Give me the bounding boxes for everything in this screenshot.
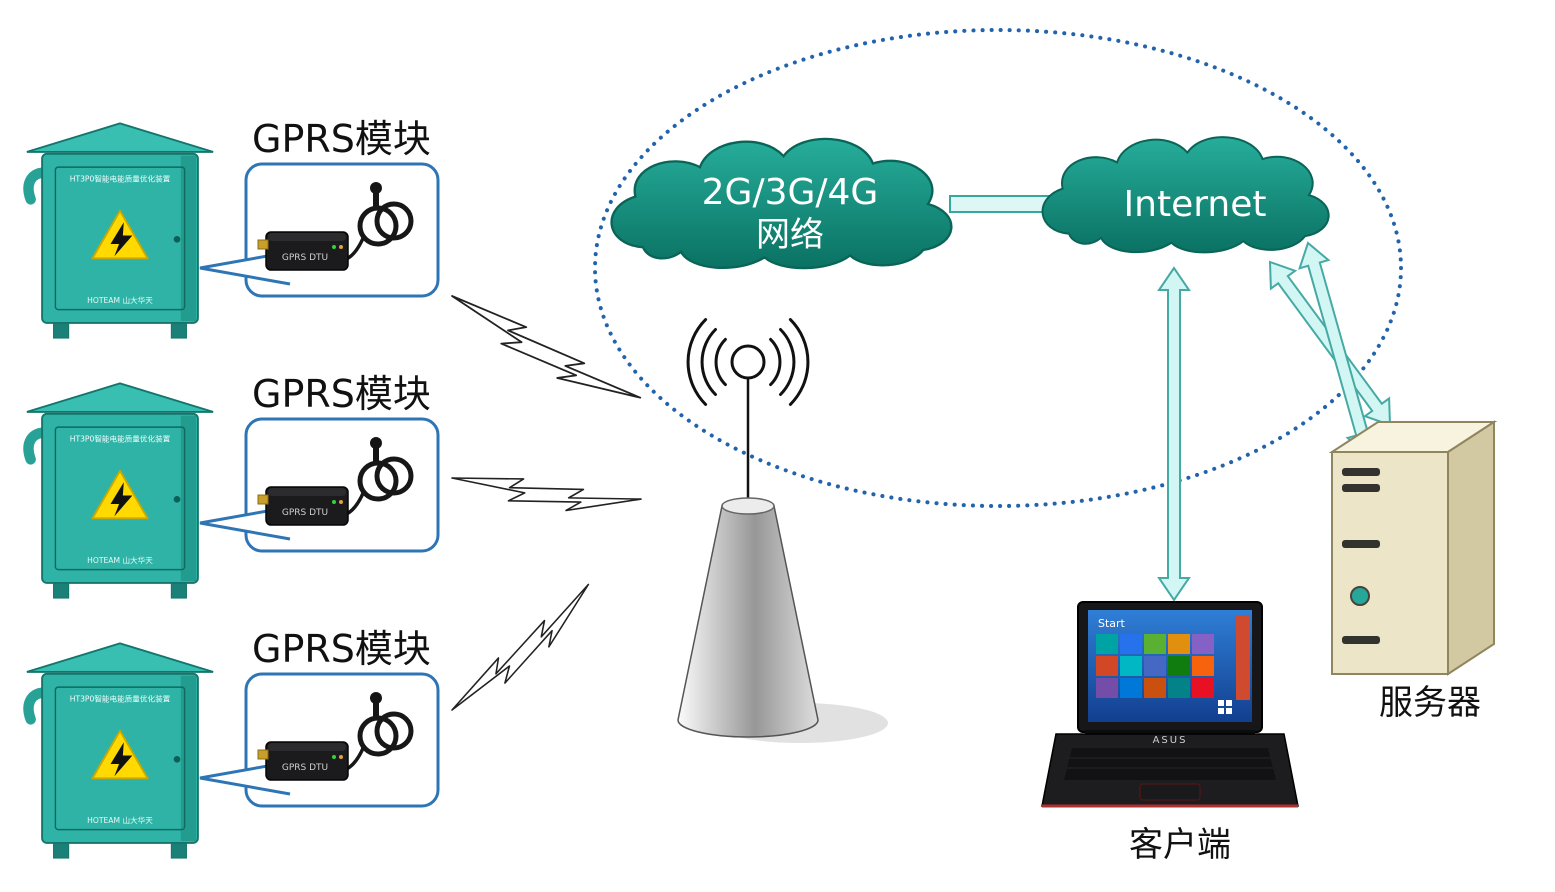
server-internet-arrow	[1298, 241, 1378, 457]
signal-wave-icon	[769, 337, 782, 387]
signal-wave-icon	[779, 328, 796, 396]
windows-tiles	[1096, 616, 1250, 714]
laptop-brand-label: ASUS	[1153, 735, 1188, 746]
gprs-callout-2: GPRS模块	[199, 372, 440, 553]
server-label: 服务器	[1379, 683, 1481, 723]
gprs-callout-3: GPRS模块	[199, 627, 440, 808]
cabinet-1	[27, 123, 213, 338]
client-laptop: Start ASUS	[1041, 601, 1299, 808]
client-label: 客户端	[1129, 825, 1231, 865]
laptop-keyboard	[1064, 748, 1276, 780]
server-power-button	[1350, 586, 1370, 606]
laptop-hinge	[1085, 730, 1255, 734]
signal-wave-icon	[700, 328, 717, 396]
cabinet-3	[27, 643, 213, 858]
windows-logo-icon	[1218, 700, 1232, 714]
gprs-callout-1: GPRS模块	[199, 117, 440, 298]
gprs-module-label: GPRS模块	[252, 372, 431, 416]
signal-wave-icon	[788, 318, 810, 406]
network-boundary-ellipse	[593, 28, 1403, 508]
server-side-face	[1447, 420, 1495, 676]
antenna-head-icon	[730, 344, 766, 380]
signal-wave-icon	[714, 337, 727, 387]
gprs-module-label: GPRS模块	[252, 117, 431, 161]
wireless-link-bolt-1	[448, 259, 642, 437]
antenna-tower	[677, 318, 888, 743]
wireless-link-bolt-3	[430, 583, 612, 714]
tower-cone-top	[721, 497, 775, 515]
network-cloud-label-line1: 2G/3G/4G	[702, 172, 879, 213]
signal-wave-icon	[686, 318, 708, 406]
cabinet-2	[27, 383, 213, 598]
network-cloud-label-line2: 网络	[756, 215, 824, 255]
internet-cloud-label: Internet	[1124, 184, 1267, 225]
start-screen-label: Start	[1098, 617, 1126, 630]
server-tower	[1328, 420, 1498, 676]
internet-client-arrow	[1157, 266, 1191, 602]
laptop-touchpad	[1139, 783, 1201, 801]
tower-cone	[677, 505, 819, 738]
gprs-module-label: GPRS模块	[252, 627, 431, 671]
wireless-link-bolt-2	[450, 437, 642, 543]
server-vents	[1342, 468, 1380, 644]
